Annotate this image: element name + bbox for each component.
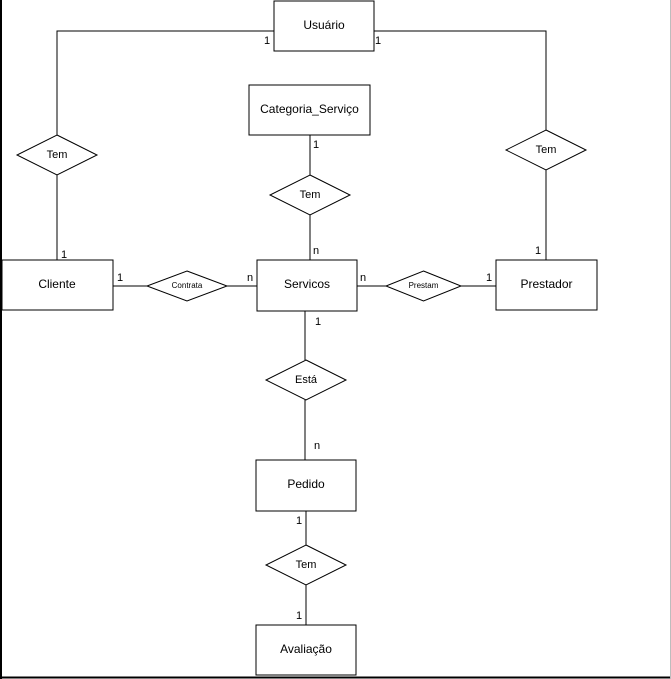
entity-prestador[interactable]: Prestador <box>495 259 598 311</box>
entity-avaliacao[interactable]: Avaliação <box>255 624 357 676</box>
relationship-contrata[interactable]: Contrata <box>145 270 229 302</box>
relationship-tem-avaliacao[interactable]: Tem <box>264 544 348 586</box>
relationship-tem-cliente-label: Tem <box>47 149 68 161</box>
relationship-prestam[interactable]: Prestam <box>384 270 463 302</box>
cardinality-categoria-servicos: 1 <box>313 139 319 151</box>
entity-cliente-label: Cliente <box>38 277 76 291</box>
cardinality-prestador-servicos: 1 <box>486 272 492 284</box>
relationship-tem-prestador[interactable]: Tem <box>504 129 588 171</box>
cardinality-cliente-usuario: 1 <box>61 249 67 261</box>
relationship-tem-categoria[interactable]: Tem <box>268 174 352 216</box>
connectors <box>56 30 547 625</box>
cardinality-cliente-servicos: 1 <box>117 272 123 284</box>
relationship-contrata-label: Contrata <box>172 281 203 290</box>
cardinality-servicos-cliente: n <box>247 272 253 284</box>
cardinality-servicos-categoria: n <box>313 245 319 257</box>
cardinality-labels: 1 1 1 1 1 n 1 n n 1 1 n 1 1 <box>61 35 541 622</box>
entity-servicos-label: Servicos <box>284 277 330 291</box>
cardinality-avaliacao-pedido: 1 <box>296 610 302 622</box>
relationship-esta[interactable]: Está <box>264 359 348 401</box>
cardinality-servicos-pedido: 1 <box>315 316 321 328</box>
entity-usuario-label: Usuário <box>303 18 345 32</box>
entity-cliente[interactable]: Cliente <box>1 259 114 311</box>
relationship-esta-label: Está <box>295 374 318 386</box>
cardinality-servicos-prestador: n <box>360 272 366 284</box>
relationship-prestam-label: Prestam <box>409 281 439 290</box>
cardinality-prestador-usuario: 1 <box>535 245 541 257</box>
entity-categoria-servico[interactable]: Categoria_Serviço <box>248 84 371 136</box>
entity-usuario[interactable]: Usuário <box>273 0 375 52</box>
entity-categoria-servico-label: Categoria_Serviço <box>260 102 359 116</box>
entity-pedido[interactable]: Pedido <box>255 459 357 512</box>
relationship-tem-categoria-label: Tem <box>300 189 321 201</box>
connector-usuario-tem-cliente <box>56 30 274 135</box>
cardinality-usuario-cliente: 1 <box>264 35 270 47</box>
relationship-tem-avaliacao-label: Tem <box>296 559 317 571</box>
cardinality-pedido-servicos: n <box>314 440 320 452</box>
entity-prestador-label: Prestador <box>520 277 572 291</box>
relationship-tem-prestador-label: Tem <box>536 144 557 156</box>
entity-pedido-label: Pedido <box>287 477 325 491</box>
entity-avaliacao-label: Avaliação <box>280 642 332 656</box>
cardinality-pedido-avaliacao: 1 <box>296 515 302 527</box>
relationship-tem-cliente[interactable]: Tem <box>15 134 99 176</box>
cardinality-usuario-prestador: 1 <box>375 35 381 47</box>
connector-usuario-tem-prestador <box>374 30 547 130</box>
entity-servicos[interactable]: Servicos <box>256 259 358 312</box>
